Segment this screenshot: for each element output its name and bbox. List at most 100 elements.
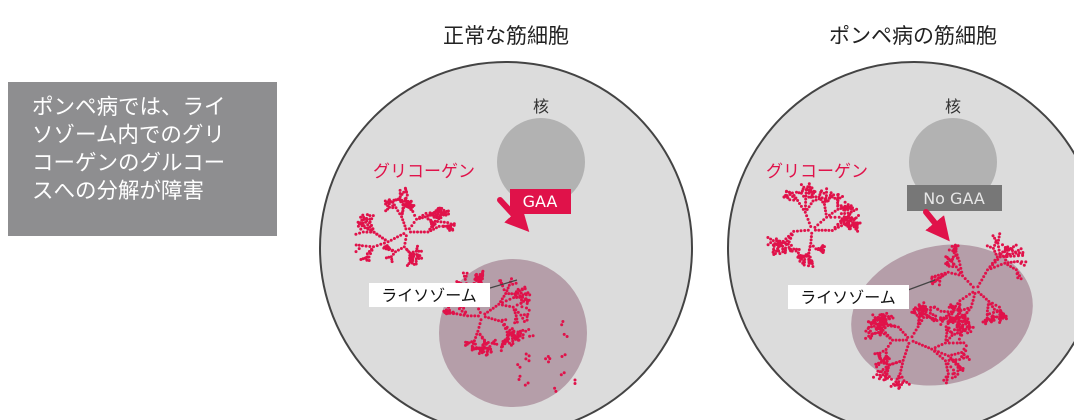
glycogen-dot bbox=[778, 252, 782, 256]
glycogen-dot bbox=[876, 323, 880, 327]
glycogen-dot bbox=[365, 213, 369, 217]
glycogen-dot bbox=[998, 232, 1002, 236]
glycogen-dot bbox=[817, 195, 821, 199]
glycogen-dot bbox=[562, 371, 566, 375]
glycogen-dot bbox=[966, 325, 970, 329]
glycogen-dot bbox=[445, 312, 448, 316]
glycogen-dot bbox=[895, 377, 899, 381]
glycogen-dot bbox=[962, 356, 966, 360]
glycogen-dot bbox=[873, 321, 877, 325]
glycogen-dot bbox=[417, 249, 421, 253]
glycogen-dot bbox=[961, 320, 965, 324]
glycogen-dot bbox=[403, 224, 407, 228]
glycogen-dot bbox=[946, 354, 950, 358]
glycogen-dot bbox=[869, 336, 873, 340]
glycogen-dot bbox=[836, 204, 840, 208]
glycogen-dot bbox=[962, 353, 966, 357]
glycogen-dot bbox=[947, 341, 951, 345]
glycogen-dot bbox=[472, 339, 476, 343]
glycogen-dot bbox=[810, 231, 814, 235]
glycogen-dot bbox=[874, 327, 878, 331]
glycogen-dot bbox=[399, 247, 403, 250]
glycogen-dot bbox=[367, 259, 371, 262]
glycogen-dot bbox=[364, 244, 368, 248]
glycogen-dot bbox=[891, 338, 894, 342]
glycogen-dot bbox=[824, 194, 828, 198]
glycogen-dot bbox=[951, 255, 955, 259]
glycogen-dot bbox=[944, 314, 948, 318]
glycogen-dot bbox=[483, 312, 487, 316]
glycogen-dot bbox=[906, 345, 910, 349]
glycogen-dot bbox=[404, 202, 408, 206]
glycogen-dot bbox=[455, 312, 459, 316]
glycogen-dot bbox=[368, 221, 372, 225]
glycogen-dot bbox=[811, 195, 815, 199]
glycogen-dot bbox=[971, 325, 975, 329]
glycogen-dot bbox=[890, 377, 893, 381]
glycogen-dot bbox=[447, 212, 450, 216]
glycogen-dot bbox=[959, 341, 962, 345]
glycogen-dot bbox=[816, 223, 820, 227]
glycogen-dot bbox=[956, 331, 959, 335]
glycogen-dot bbox=[823, 206, 827, 210]
glycogen-dot bbox=[947, 248, 951, 252]
glycogen-dot bbox=[960, 333, 964, 337]
glycogen-dot bbox=[500, 318, 504, 322]
glycogen-dot bbox=[404, 190, 408, 194]
glycogen-dot bbox=[900, 375, 904, 379]
glycogen-dot bbox=[936, 273, 940, 277]
glycogen-dot bbox=[804, 253, 808, 257]
glycogen-dot bbox=[414, 257, 418, 261]
glycogen-dot bbox=[380, 236, 384, 240]
glycogen-dot bbox=[819, 220, 823, 224]
glycogen-dot bbox=[878, 373, 882, 377]
glycogen-dot bbox=[896, 325, 900, 329]
glycogen-dot bbox=[455, 280, 459, 284]
glycogen-dot bbox=[954, 358, 958, 362]
glycogen-dot bbox=[954, 304, 958, 308]
glycogen-dot bbox=[398, 195, 402, 199]
glycogen-dot bbox=[856, 229, 860, 233]
glycogen-dot bbox=[476, 329, 480, 333]
glycogen-dot bbox=[888, 341, 892, 345]
glycogen-dot bbox=[885, 359, 889, 363]
glycogen-dot bbox=[1003, 248, 1007, 251]
glycogen-dot bbox=[872, 375, 875, 379]
glycogen-dot bbox=[1016, 260, 1019, 263]
glycogen-dot bbox=[814, 195, 818, 199]
glycogen-dot bbox=[440, 206, 444, 210]
pompe-nucleus-label: 核 bbox=[945, 97, 961, 116]
glycogen-dot bbox=[968, 292, 972, 296]
glycogen-dot bbox=[462, 313, 466, 317]
glycogen-dot bbox=[997, 317, 1001, 321]
glycogen-dot bbox=[783, 251, 787, 255]
glycogen-dot bbox=[375, 232, 379, 236]
glycogen-dot bbox=[992, 315, 996, 319]
glycogen-dot bbox=[979, 293, 983, 297]
glycogen-dot bbox=[358, 231, 362, 235]
glycogen-dot bbox=[402, 232, 406, 236]
glycogen-dot bbox=[404, 227, 408, 231]
glycogen-dot bbox=[446, 226, 450, 230]
glycogen-dot bbox=[795, 229, 799, 233]
glycogen-dot bbox=[516, 287, 520, 291]
glycogen-dot bbox=[878, 354, 882, 358]
glycogen-dot bbox=[918, 314, 922, 318]
glycogen-dot bbox=[391, 204, 395, 208]
glycogen-dot bbox=[836, 207, 840, 211]
glycogen-dot bbox=[886, 366, 890, 370]
glycogen-dot bbox=[799, 204, 803, 208]
glycogen-dot bbox=[803, 210, 807, 214]
glycogen-dot bbox=[973, 292, 977, 295]
glycogen-dot bbox=[992, 311, 995, 314]
glycogen-dot bbox=[916, 325, 920, 329]
glycogen-dot bbox=[528, 293, 532, 297]
glycogen-dot bbox=[521, 328, 525, 332]
glycogen-dot bbox=[993, 236, 997, 240]
glycogen-dot bbox=[857, 214, 860, 217]
glycogen-dot bbox=[940, 351, 944, 355]
glycogen-dot bbox=[513, 311, 517, 315]
glycogen-dot bbox=[482, 341, 486, 345]
glycogen-dot bbox=[486, 310, 490, 314]
glycogen-dot bbox=[1014, 251, 1018, 255]
